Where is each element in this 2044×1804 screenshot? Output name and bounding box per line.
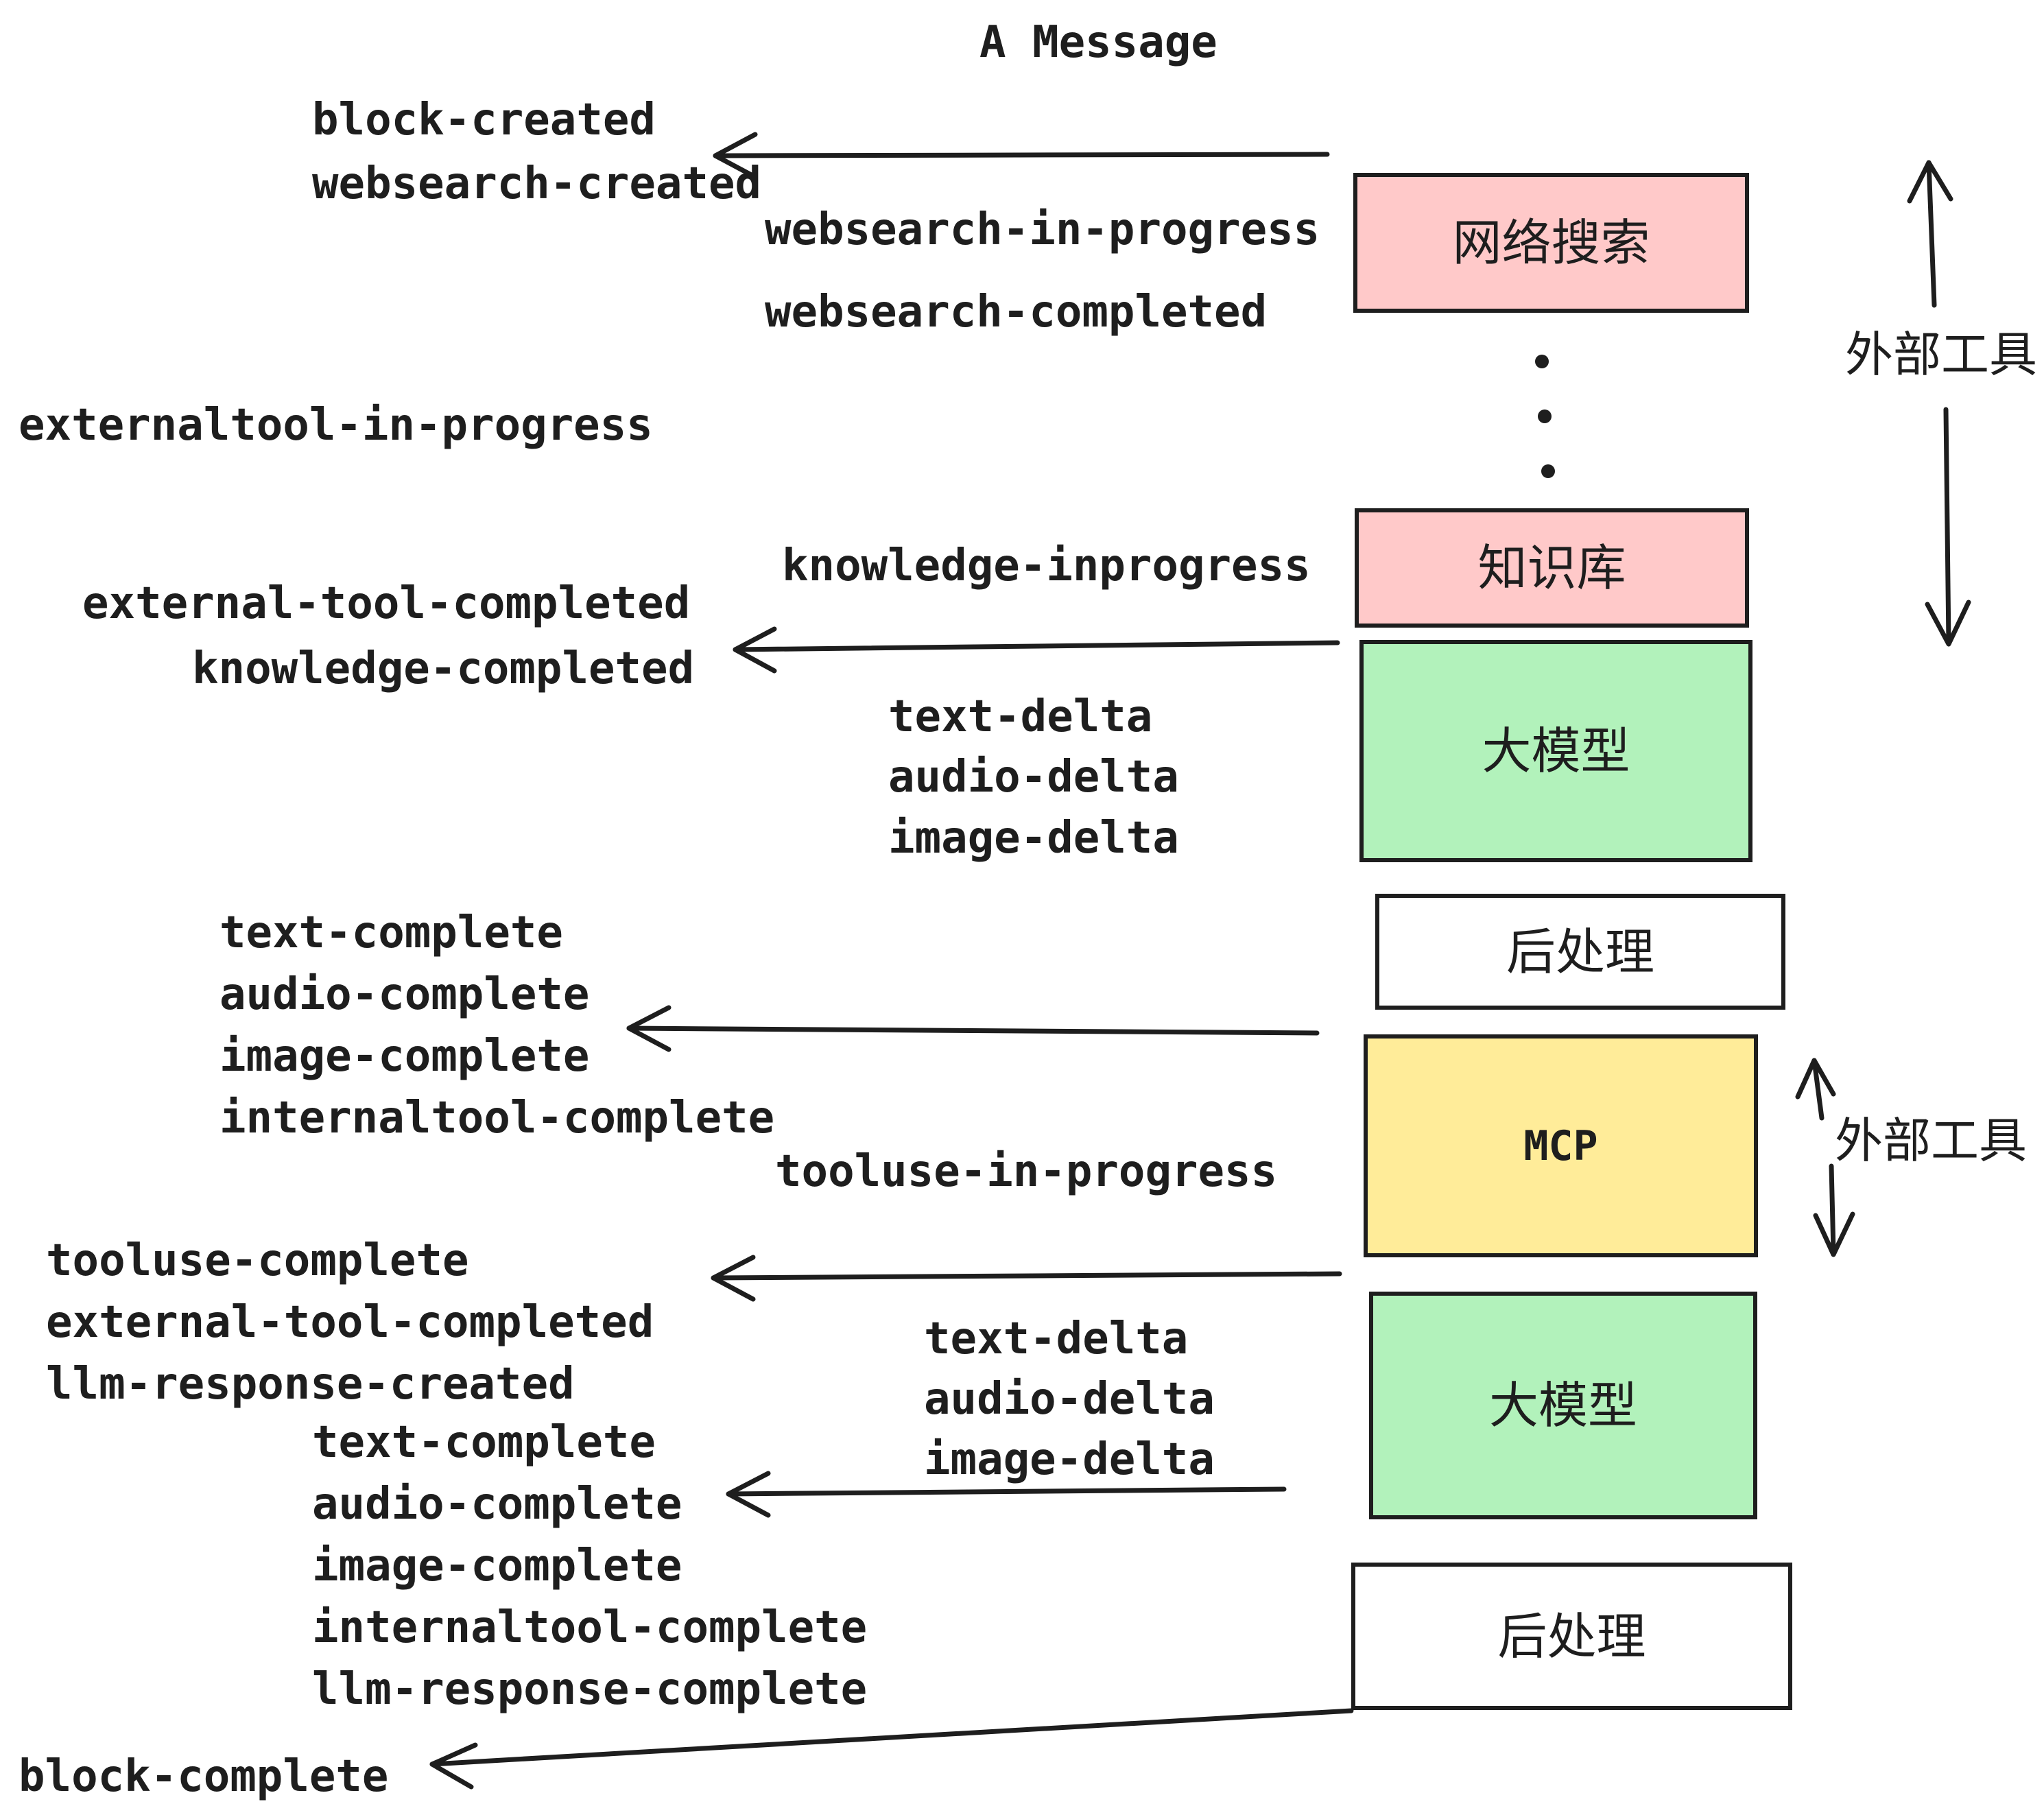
event-label-text-delta-1: text-delta [888,691,1153,742]
arrow-audio-complete-head [726,1471,771,1518]
event-label-audio-complete-2: audio-complete [312,1479,682,1530]
box-postprocess-2-label: 后处理 [1497,1607,1646,1665]
event-label-audio-delta-2: audio-delta [924,1374,1215,1425]
ellipsis-dots [1535,355,1555,478]
arrow-audio-complete-line [726,1486,1287,1497]
event-label-tooluse-complete: tooluse-complete [46,1235,469,1286]
event-label-image-complete-2: image-complete [312,1541,682,1591]
external-tools-up-arrow-2-head [1795,1058,1836,1100]
event-label-block-complete: block-complete [19,1751,389,1802]
event-label-audio-complete-1: audio-complete [219,969,590,1020]
arrow-image-complete-head [626,1005,672,1052]
external-tools-down-arrow-1-head [1925,600,1971,647]
event-label-websearch-completed: websearch-completed [765,287,1268,337]
box-knowledge-label: 知识库 [1477,539,1626,597]
event-label-image-delta-2: image-delta [924,1434,1215,1485]
side-label-external-tools-2: 外部工具 [1835,1113,2027,1169]
event-label-text-complete-1: text-complete [219,907,563,958]
box-websearch-label: 网络搜索 [1452,214,1650,272]
box-postprocess-1: 后处理 [1375,894,1785,1010]
box-postprocess-1-label: 后处理 [1506,923,1654,981]
diagram-title: A Message [979,17,1217,68]
box-llm-2-label: 大模型 [1488,1377,1637,1434]
event-label-internaltool-complete-2: internaltool-complete [312,1602,868,1653]
event-label-external-tool-completed-2: external-tool-completed [46,1297,654,1348]
box-mcp-label: MCP [1523,1121,1598,1170]
arrow-tooluse-complete-line [711,1271,1342,1281]
arrow-image-complete-line [626,1025,1320,1036]
arrow-websearch-created-line [713,152,1330,158]
event-label-image-delta-1: image-delta [888,813,1179,864]
box-knowledge: 知识库 [1355,508,1749,628]
box-websearch: 网络搜索 [1353,173,1749,313]
box-llm-1-label: 大模型 [1482,722,1630,780]
event-label-audio-delta-1: audio-delta [888,752,1179,803]
external-tools-up-arrow-1-line [1926,160,1937,308]
event-label-llm-response-created: llm-response-created [46,1359,575,1410]
external-tools-down-arrow-1-line [1943,407,1951,645]
arrow-knowledge-completed-head [733,626,777,674]
event-label-external-tool-completed-1: external-tool-completed [82,578,691,629]
event-label-knowledge-completed: knowledge-completed [192,643,695,694]
box-llm-2: 大模型 [1369,1292,1757,1519]
event-label-externaltool-in-progress: externaltool-in-progress [19,400,653,451]
side-label-external-tools-1: 外部工具 [1845,327,2037,383]
box-mcp: MCP [1364,1034,1758,1257]
external-tools-down-arrow-2-head [1813,1211,1855,1257]
event-label-image-complete-1: image-complete [219,1031,590,1082]
external-tools-up-arrow-2-line [1811,1058,1825,1121]
event-label-text-delta-2: text-delta [924,1314,1189,1364]
event-label-websearch-created: websearch-created [312,158,762,209]
event-label-block-created: block-created [312,95,656,145]
event-label-text-complete-2: text-complete [312,1417,656,1468]
event-label-internaltool-complete-1: internaltool-complete [219,1093,775,1143]
box-postprocess-2: 后处理 [1351,1563,1792,1710]
arrow-tooluse-complete-head [711,1255,756,1302]
external-tools-down-arrow-2-line [1829,1163,1836,1255]
event-label-llm-response-complete: llm-response-complete [312,1664,868,1715]
external-tools-up-arrow-1-head [1907,160,1953,204]
event-label-tooluse-in-progress: tooluse-in-progress [775,1146,1278,1197]
event-label-knowledge-inprogress: knowledge-inprogress [782,541,1311,591]
arrow-block-complete-head [429,1742,478,1790]
arrow-block-complete-line [429,1708,1354,1767]
box-llm-1: 大模型 [1359,640,1752,862]
event-label-websearch-in-progress: websearch-in-progress [765,204,1320,255]
arrow-knowledge-completed-line [733,640,1340,652]
